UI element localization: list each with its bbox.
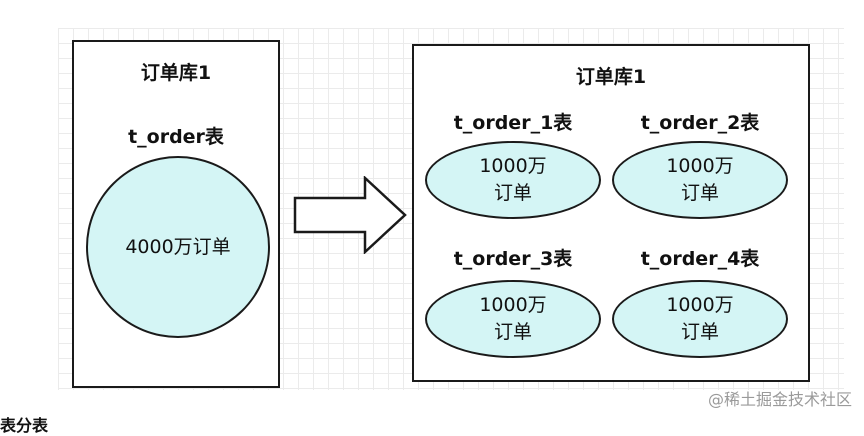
left-table-ellipse: 4000万订单 — [86, 156, 270, 338]
shard-ellipse-4: 1000万 订单 — [612, 280, 788, 358]
shard-ellipse-2: 1000万 订单 — [612, 141, 788, 219]
right-database-title: 订单库1 — [575, 66, 647, 88]
shard-4-count: 1000万 — [666, 294, 734, 316]
caption-fragment: 表分表 — [0, 416, 49, 435]
left-table-content: 4000万订单 — [125, 235, 231, 258]
shard-3-count: 1000万 — [479, 294, 547, 316]
shard-label-4: t_order_4表 — [640, 248, 760, 270]
shard-label-2: t_order_2表 — [640, 112, 760, 134]
shard-ellipse-1: 1000万 订单 — [425, 141, 601, 219]
shard-1-unit: 订单 — [493, 182, 532, 204]
left-database-title: 订单库1 — [140, 62, 212, 84]
left-table-label: t_order表 — [128, 126, 224, 148]
shard-3-unit: 订单 — [493, 321, 532, 343]
shard-2-unit: 订单 — [680, 182, 719, 204]
watermark: @稀土掘金技术社区 — [707, 390, 852, 409]
right-arrow-icon — [293, 176, 407, 254]
shard-4-unit: 订单 — [680, 321, 719, 343]
shard-1-count: 1000万 — [479, 155, 547, 177]
shard-ellipse-3: 1000万 订单 — [425, 280, 601, 358]
shard-label-3: t_order_3表 — [453, 248, 573, 270]
shard-label-1: t_order_1表 — [453, 112, 573, 134]
shard-2-count: 1000万 — [666, 155, 734, 177]
